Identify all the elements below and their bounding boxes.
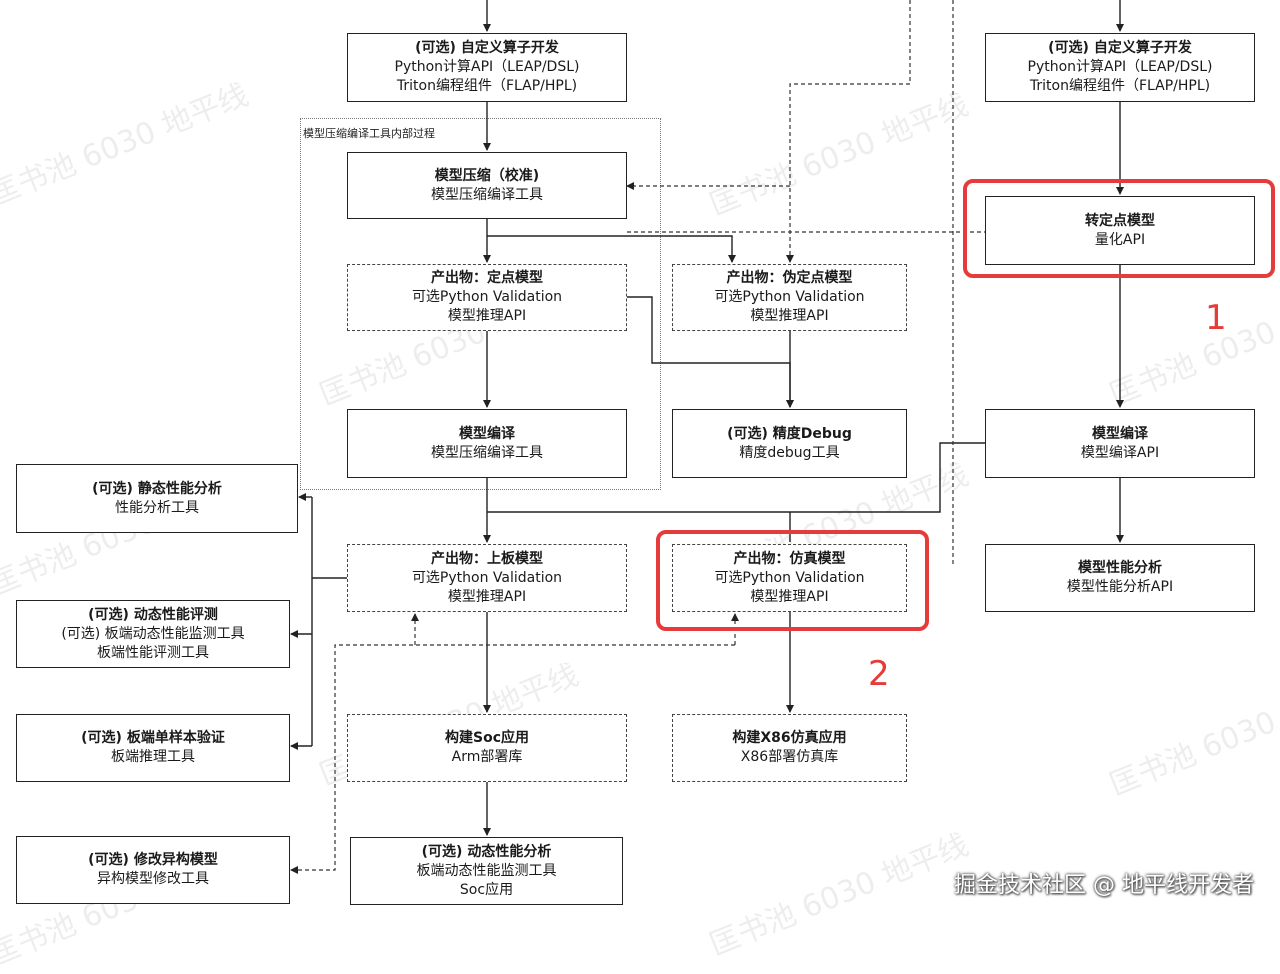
pseudo-fixed-output-node: 产出物：伪定点模型 可选Python Validation 模型推理API bbox=[672, 264, 907, 331]
node-title: 构建Soc应用 bbox=[445, 730, 529, 746]
node-title: (可选) 自定义算子开发 bbox=[415, 40, 559, 56]
model-compile-right-node: 模型编译 模型编译API bbox=[985, 409, 1255, 478]
node-title: (可选) 动态性能评测 bbox=[88, 606, 218, 623]
highlight-frame-1 bbox=[963, 179, 1275, 278]
model-compile-left-node: 模型编译 模型压缩编译工具 bbox=[347, 409, 627, 478]
model-compress-node: 模型压缩（校准) 模型压缩编译工具 bbox=[347, 152, 627, 219]
node-line: 精度debug工具 bbox=[739, 444, 840, 461]
node-line: Triton编程组件（FLAP/HPL) bbox=[1029, 78, 1211, 94]
node-title: (可选) 自定义算子开发 bbox=[1048, 40, 1192, 56]
node-title: 模型编译 bbox=[459, 425, 515, 442]
watermark-text: 匡书池 6030 地平线 bbox=[1104, 277, 1280, 414]
node-line: 板端动态性能监测工具 bbox=[416, 862, 557, 879]
board-single-verify-node: (可选) 板端单样本验证 板端推理工具 bbox=[16, 714, 290, 782]
build-x86-sim-app-node: 构建X86仿真应用 X86部署仿真库 bbox=[672, 714, 907, 782]
node-line: 模型性能分析API bbox=[1066, 579, 1174, 595]
node-title: (可选) 动态性能分析 bbox=[421, 843, 552, 860]
watermark-text: 匡书池 6030 地平线 bbox=[704, 87, 974, 224]
watermark-text: 匡书池 6030 地平线 bbox=[704, 827, 974, 964]
convert-fixed-node: 转定点模型 量化API bbox=[985, 196, 1255, 265]
node-line: 性能分析工具 bbox=[115, 499, 199, 516]
node-line: 模型推理API bbox=[447, 588, 527, 605]
sim-model-output-node: 产出物：仿真模型 可选Python Validation 模型推理API bbox=[672, 544, 907, 612]
node-title: (可选) 静态性能分析 bbox=[92, 480, 222, 497]
precision-debug-node: (可选) 精度Debug 精度debug工具 bbox=[672, 409, 907, 478]
node-line: 异构模型修改工具 bbox=[97, 871, 209, 887]
source-credit: 掘金技术社区 @ 地平线开发者 bbox=[954, 873, 1254, 898]
node-line: 可选Python Validation bbox=[411, 289, 563, 305]
highlight-frame-2 bbox=[656, 530, 929, 631]
modify-hetero-model-node: (可选) 修改异构模型 异构模型修改工具 bbox=[16, 836, 290, 904]
node-title: 模型性能分析 bbox=[1078, 560, 1162, 576]
node-line: 可选Python Validation bbox=[411, 569, 563, 586]
node-title: 产出物：伪定点模型 bbox=[726, 270, 853, 286]
build-soc-app-node: 构建Soc应用 Arm部署库 bbox=[347, 714, 627, 782]
node-title: 模型编译 bbox=[1092, 425, 1148, 442]
node-title: (可选) 精度Debug bbox=[727, 425, 852, 442]
watermark-text: 匡书池 6030 地平线 bbox=[1104, 667, 1280, 804]
node-line: Arm部署库 bbox=[451, 749, 523, 765]
node-line: 可选Python Validation bbox=[714, 289, 865, 305]
node-title: (可选) 修改异构模型 bbox=[88, 852, 218, 868]
highlight-number-1: 1 bbox=[1205, 298, 1227, 338]
highlight-number-2: 2 bbox=[868, 654, 890, 694]
node-line: Triton编程组件（FLAP/HPL) bbox=[396, 78, 578, 94]
node-line: (可选) 板端动态性能监测工具 bbox=[61, 625, 245, 642]
dynamic-perf-eval-node: (可选) 动态性能评测 (可选) 板端动态性能监测工具 板端性能评测工具 bbox=[16, 600, 290, 668]
node-line: 模型压缩编译工具 bbox=[431, 444, 543, 461]
custom-op-dev-right-node: (可选) 自定义算子开发 Python计算API（LEAP/DSL) Trito… bbox=[985, 33, 1255, 102]
node-title: (可选) 板端单样本验证 bbox=[81, 730, 225, 746]
node-line: 可选Python Validation bbox=[714, 569, 865, 586]
node-title: 构建X86仿真应用 bbox=[732, 730, 847, 746]
node-line: 模型推理API bbox=[750, 588, 829, 605]
node-line: Soc应用 bbox=[459, 881, 514, 898]
board-model-output-node: 产出物：上板模型 可选Python Validation 模型推理API bbox=[347, 544, 627, 612]
node-line: X86部署仿真库 bbox=[740, 749, 839, 765]
node-title: 产出物：定点模型 bbox=[431, 270, 543, 286]
node-title: 模型压缩（校准) bbox=[434, 167, 540, 184]
node-line: 板端性能评测工具 bbox=[97, 644, 209, 661]
node-line: 模型推理API bbox=[750, 308, 829, 324]
node-line: Python计算API（LEAP/DSL) bbox=[1027, 59, 1213, 75]
node-line: 板端推理工具 bbox=[111, 749, 195, 765]
node-title: 转定点模型 bbox=[1085, 212, 1155, 229]
node-title: 产出物：上板模型 bbox=[431, 550, 543, 567]
dynamic-perf-analysis-node: (可选) 动态性能分析 板端动态性能监测工具 Soc应用 bbox=[350, 837, 623, 905]
custom-op-dev-left-node: (可选) 自定义算子开发 Python计算API（LEAP/DSL) Trito… bbox=[347, 33, 627, 102]
node-line: 量化API bbox=[1094, 231, 1146, 248]
node-line: 模型编译API bbox=[1080, 444, 1160, 461]
node-line: 模型推理API bbox=[447, 308, 527, 324]
node-title: 产出物：仿真模型 bbox=[733, 550, 846, 567]
static-perf-analysis-node: (可选) 静态性能分析 性能分析工具 bbox=[16, 464, 298, 533]
node-line: Python计算API（LEAP/DSL) bbox=[394, 59, 580, 75]
group-label: 模型压缩编译工具内部过程 bbox=[303, 127, 435, 140]
fixed-point-output-node: 产出物：定点模型 可选Python Validation 模型推理API bbox=[347, 264, 627, 331]
model-perf-analysis-right-node: 模型性能分析 模型性能分析API bbox=[985, 544, 1255, 612]
watermark-text: 匡书池 6030 地平线 bbox=[0, 77, 254, 214]
node-line: 模型压缩编译工具 bbox=[431, 186, 543, 203]
